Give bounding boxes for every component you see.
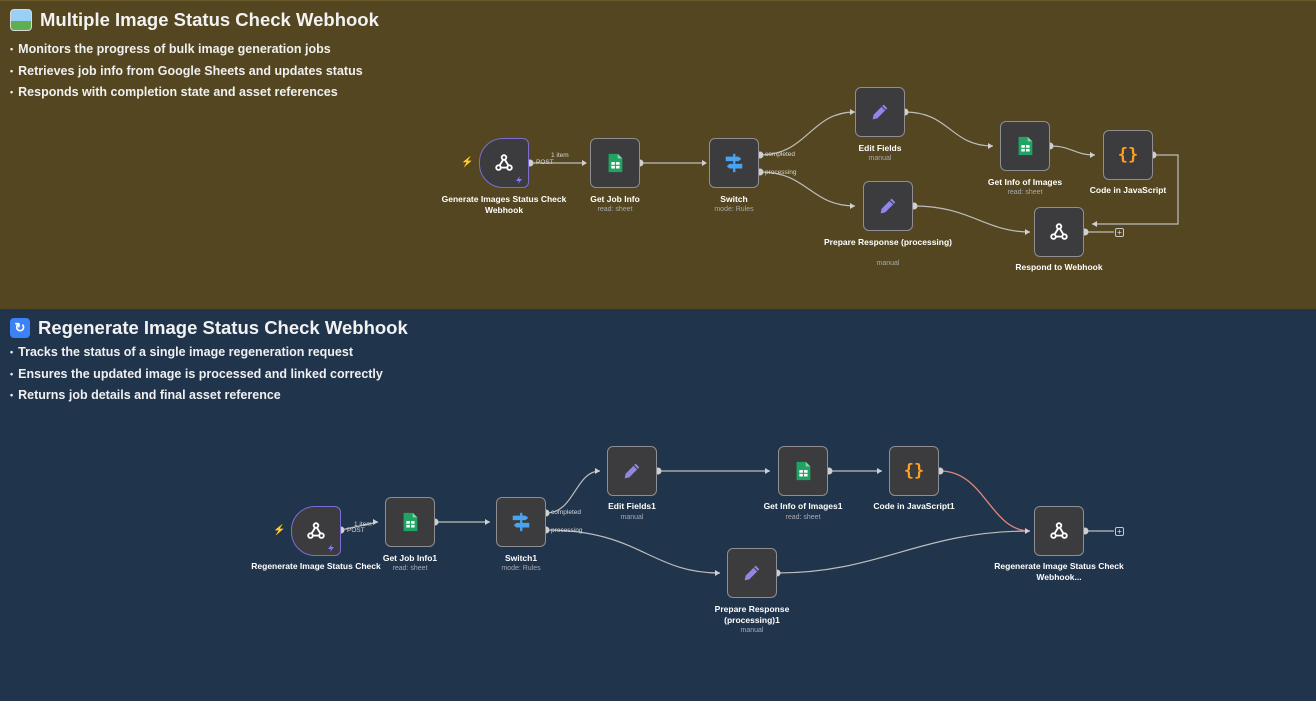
node-prepare-response[interactable] <box>863 181 913 231</box>
node-label: Get Job Info1 <box>382 553 438 563</box>
node-label: Edit Fields1 <box>608 501 656 511</box>
pencil-icon <box>624 463 640 479</box>
counterclockwise-arrows-emoji-icon: ↻ <box>10 318 30 338</box>
node-label: Get Job Info <box>590 194 640 204</box>
node-label: Prepare Response (processing) <box>823 237 952 247</box>
node-switch[interactable] <box>709 138 759 188</box>
node-subtitle: read: sheet <box>392 565 428 572</box>
section-title: ↻ Regenerate Image Status Check Webhook <box>10 317 408 339</box>
node-respond-to-webhook[interactable] <box>1034 207 1084 257</box>
node-label: Code in JavaScript <box>1089 185 1167 195</box>
node-label: Code in JavaScript1 <box>873 501 955 511</box>
pencil-icon <box>872 104 888 120</box>
google-sheets-icon <box>796 461 811 481</box>
description-list: Tracks the status of a single image rege… <box>10 342 383 407</box>
add-node-plus-icon[interactable]: + <box>1115 527 1124 536</box>
post-label: POST <box>536 159 554 166</box>
section-title-text: Regenerate Image Status Check Webhook <box>38 317 408 338</box>
add-node-plus-icon[interactable]: + <box>1115 228 1124 237</box>
node-subtitle: mode: Rules <box>501 565 541 572</box>
switch-icon <box>725 153 743 173</box>
output-label-completed: completed <box>551 509 581 516</box>
node-label: Edit Fields <box>858 143 902 153</box>
node-get-job-info[interactable] <box>590 138 640 188</box>
node-label: Respond to Webhook <box>1015 262 1103 272</box>
node-get-info-of-images1[interactable] <box>778 446 828 496</box>
node-generate-images-webhook[interactable] <box>479 138 529 188</box>
items-count-label: 1 item <box>354 521 372 528</box>
sticky-note-regenerate-image[interactable]: ↻ Regenerate Image Status Check Webhook … <box>0 309 1316 701</box>
google-sheets-icon <box>608 153 623 173</box>
output-label-processing: processing <box>551 527 583 534</box>
description-item: Ensures the updated image is processed a… <box>10 364 383 386</box>
node-regenerate-status-check-webhook-response[interactable] <box>1034 506 1084 556</box>
output-label-completed: completed <box>765 151 795 158</box>
node-subtitle: mode: Rules <box>714 206 754 213</box>
pencil-icon <box>744 565 760 581</box>
trigger-bolt-icon: ⚡ <box>461 157 474 168</box>
code-braces-icon: {} <box>1117 145 1139 165</box>
node-label: Switch1 <box>504 553 538 563</box>
trigger-bolt-small-icon <box>328 544 334 552</box>
webhook-icon <box>307 522 325 539</box>
node-label: Regenerate Image Status Check <box>251 561 381 571</box>
node-edit-fields1[interactable] <box>607 446 657 496</box>
webhook-icon <box>495 154 513 171</box>
node-subtitle: read: sheet <box>597 206 633 213</box>
framed-picture-emoji-icon <box>10 9 32 31</box>
switch-icon <box>512 512 530 532</box>
node-switch1[interactable] <box>496 497 546 547</box>
description-item: Tracks the status of a single image rege… <box>10 342 383 364</box>
post-label: POST <box>347 527 365 534</box>
node-code-in-javascript[interactable]: {} <box>1103 130 1153 180</box>
description-list: Monitors the progress of bulk image gene… <box>10 39 363 104</box>
node-prepare-response1[interactable] <box>727 548 777 598</box>
node-label: Switch <box>720 194 748 204</box>
node-label: Get Info of Images <box>987 177 1063 187</box>
section-title-text: Multiple Image Status Check Webhook <box>40 9 379 30</box>
node-subtitle: manual <box>868 155 892 162</box>
trigger-bolt-icon: ⚡ <box>273 525 286 536</box>
description-item: Responds with completion state and asset… <box>10 82 363 104</box>
trigger-bolt-small-icon <box>516 176 522 184</box>
node-subtitle: read: sheet <box>1007 189 1043 196</box>
node-label: Prepare Response (processing)1 <box>714 604 790 625</box>
google-sheets-icon <box>1018 136 1033 156</box>
description-item: Monitors the progress of bulk image gene… <box>10 39 363 61</box>
node-label: Regenerate Image Status Check Webhook... <box>994 561 1124 582</box>
webhook-icon <box>1050 223 1068 240</box>
node-subtitle: read: sheet <box>785 514 821 521</box>
description-item: Returns job details and final asset refe… <box>10 385 383 407</box>
section-title: Multiple Image Status Check Webhook <box>10 9 379 31</box>
webhook-icon <box>1050 522 1068 539</box>
node-code-in-javascript1[interactable]: {} <box>889 446 939 496</box>
node-label: Get Info of Images1 <box>763 501 843 511</box>
node-edit-fields[interactable] <box>855 87 905 137</box>
google-sheets-icon <box>403 512 418 532</box>
node-get-job-info1[interactable] <box>385 497 435 547</box>
items-count-label: 1 item <box>551 152 569 159</box>
node-subtitle: manual <box>620 514 644 521</box>
node-subtitle: manual <box>876 260 900 267</box>
node-subtitle: manual <box>740 627 764 634</box>
code-braces-icon: {} <box>903 461 925 481</box>
node-label: Generate Images Status Check Webhook <box>441 194 567 215</box>
pencil-icon <box>880 198 896 214</box>
description-item: Retrieves job info from Google Sheets an… <box>10 61 363 83</box>
output-label-processing: processing <box>765 169 797 176</box>
node-regenerate-image-webhook[interactable] <box>291 506 341 556</box>
node-get-info-of-images[interactable] <box>1000 121 1050 171</box>
